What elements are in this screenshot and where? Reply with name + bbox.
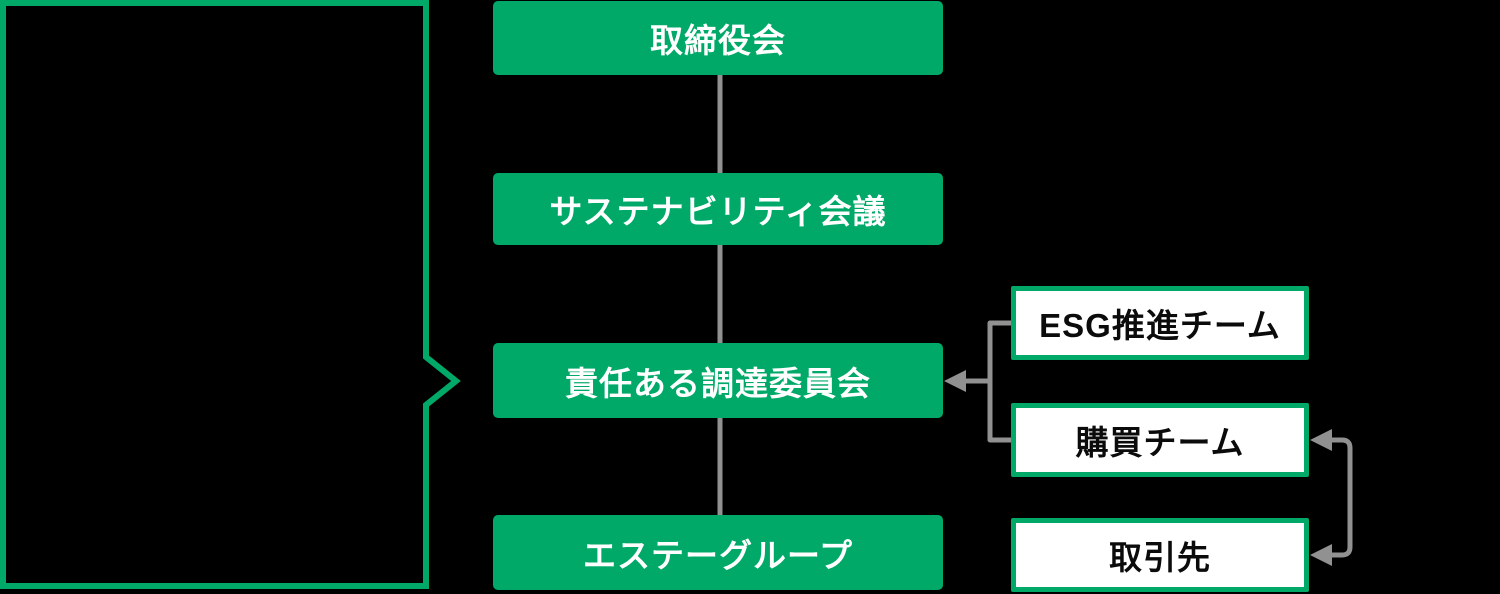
arrowhead-into-committee [944, 370, 966, 392]
node-label: 取引先 [1109, 539, 1211, 576]
node-purchasing-team: 購買チーム [1011, 403, 1309, 477]
node-st-group: エステーグループ [493, 515, 943, 590]
node-label: 取締役会 [650, 22, 786, 59]
purchasing-suppliers-bracket-connector [1331, 437, 1353, 558]
node-label: 購買チーム [1075, 424, 1245, 461]
node-responsible-procurement-committee: 責任ある調達委員会 [493, 343, 943, 418]
node-label: ESG推進チーム [1039, 307, 1281, 344]
node-suppliers: 取引先 [1011, 518, 1309, 592]
callout-outline [0, 0, 461, 589]
node-label: サステナビリティ会議 [549, 193, 887, 230]
node-label: 責任ある調達委員会 [565, 364, 871, 402]
node-sustainability-meeting: サステナビリティ会議 [493, 173, 943, 245]
node-esg-promotion-team: ESG推進チーム [1011, 286, 1309, 360]
node-board-of-directors: 取締役会 [493, 1, 943, 75]
teams-bracket-connector [987, 320, 1011, 443]
node-label: エステーグループ [582, 536, 854, 574]
arrowhead-into-purchasing-team [1310, 429, 1332, 451]
arrowhead-into-suppliers [1310, 544, 1332, 566]
